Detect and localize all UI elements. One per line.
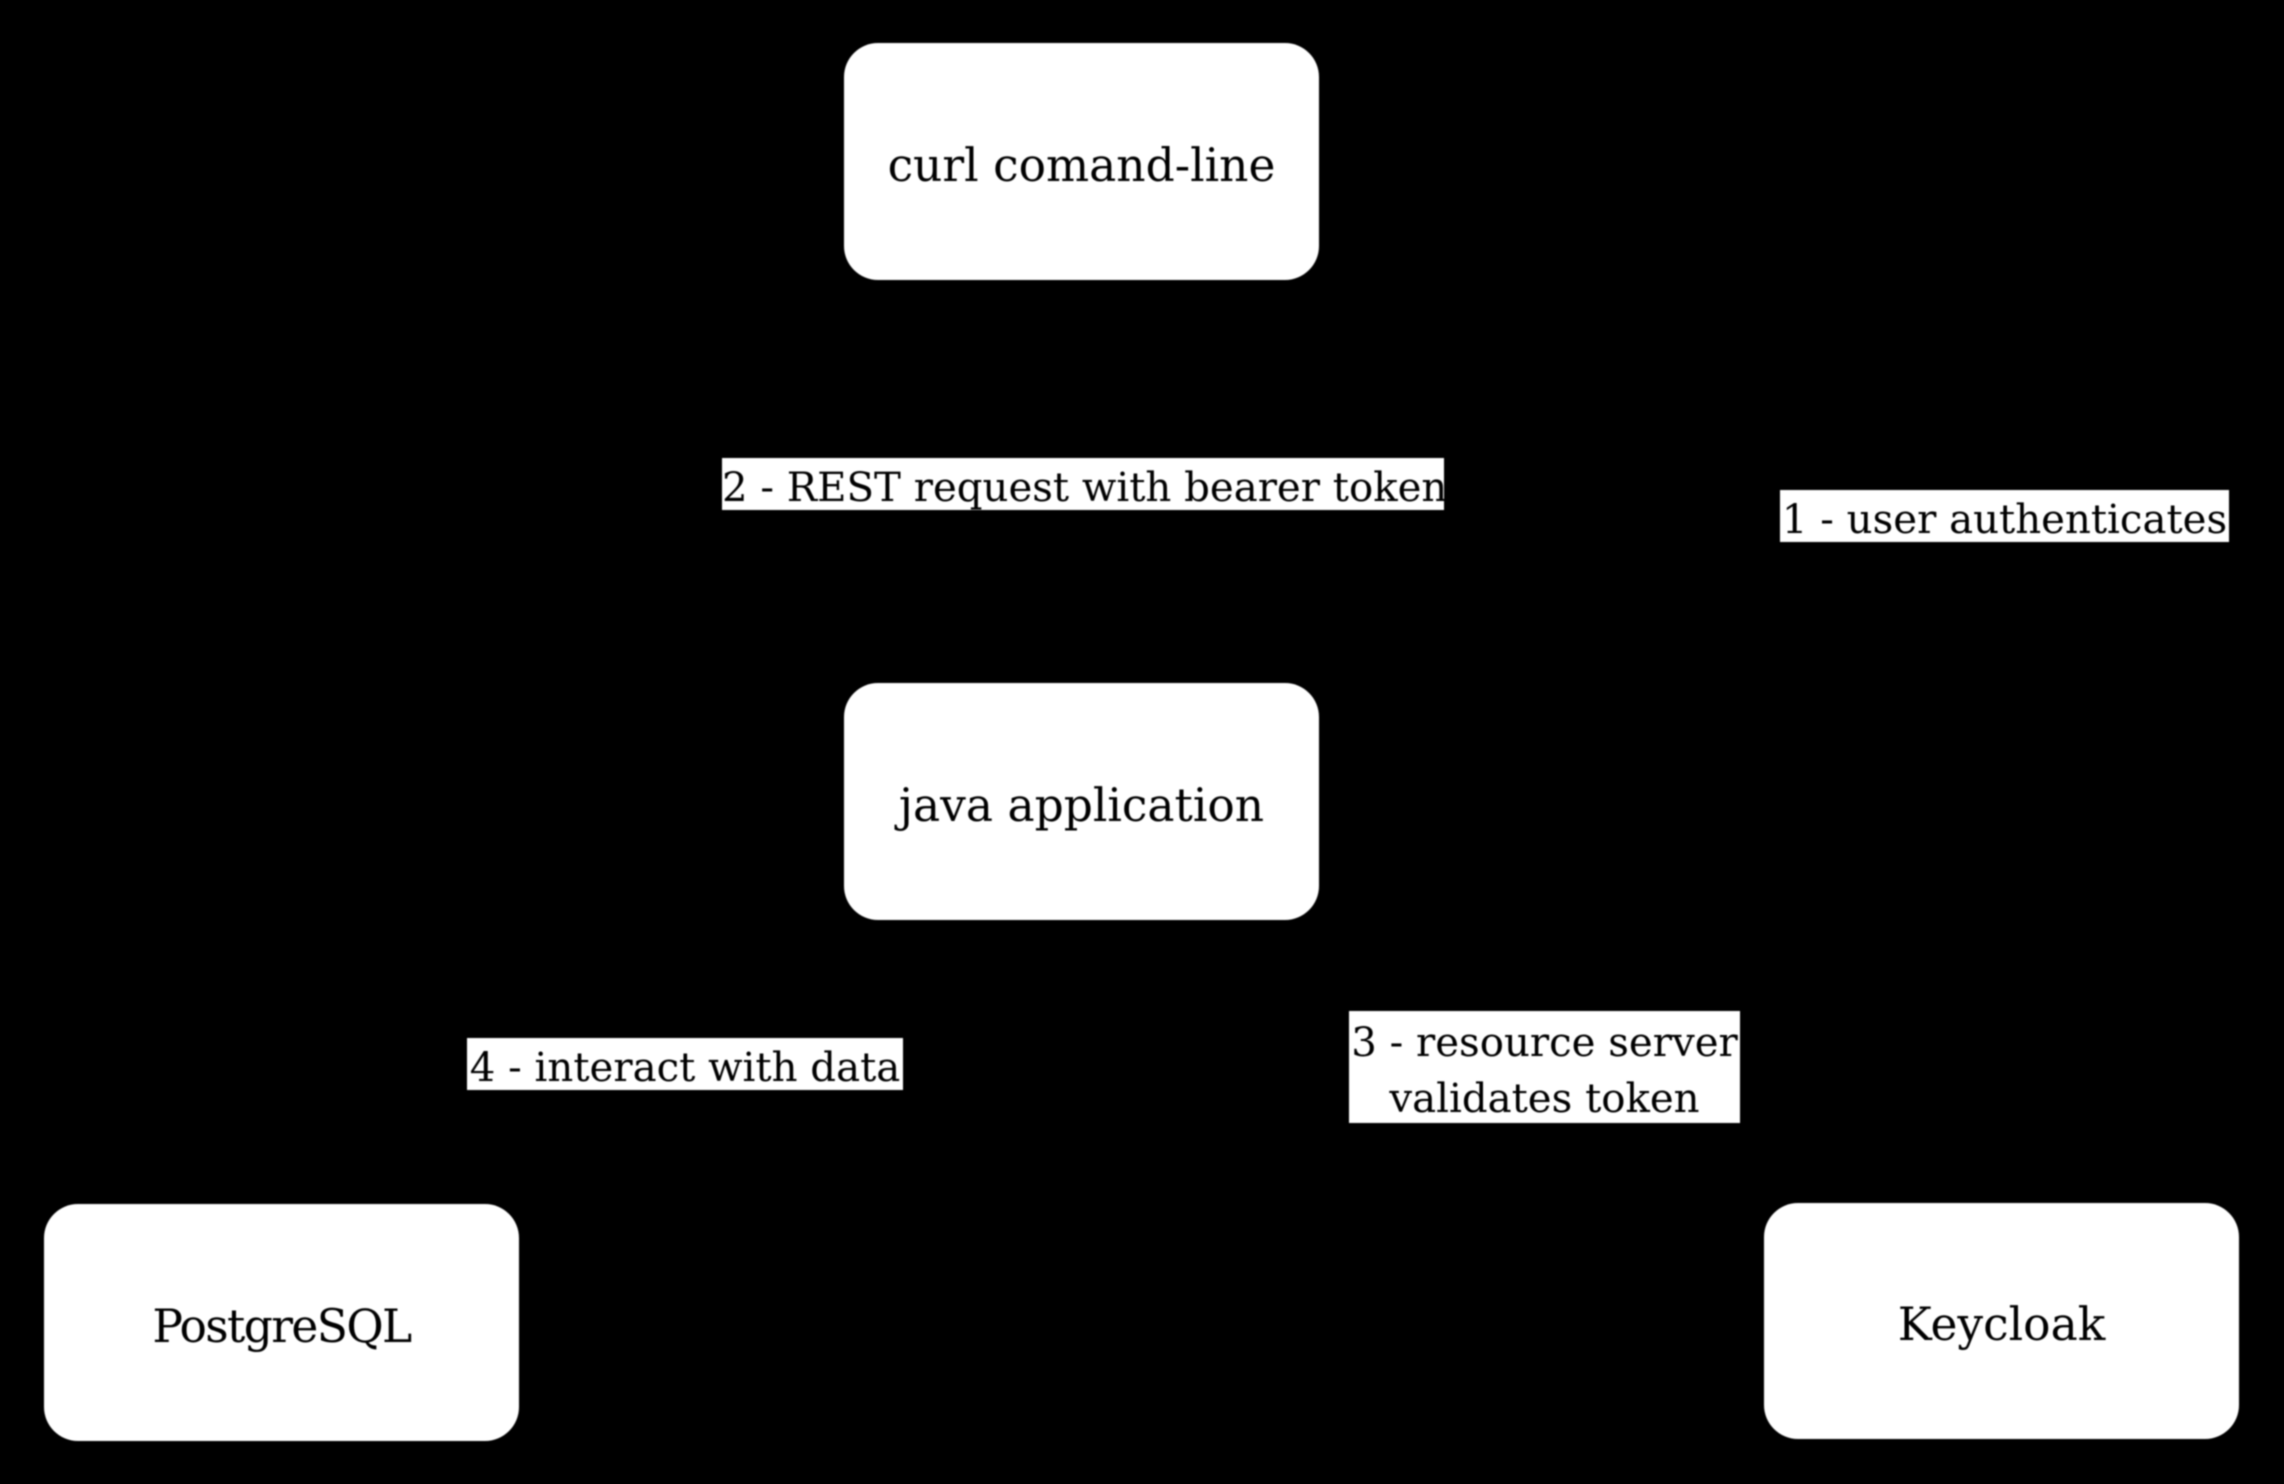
edge-label-step-2-rest-request: 2 - REST request with bearer token <box>722 458 1447 511</box>
node-postgresql: PostgreSQL <box>44 1204 519 1441</box>
node-java-application: java application <box>844 683 1319 920</box>
edge-label-step-4-interact-with-data: 4 - interact with data <box>467 1038 903 1091</box>
node-keycloak-label: Keycloak <box>1897 1298 2106 1351</box>
node-postgresql-label: PostgreSQL <box>152 1300 412 1353</box>
edge-label-step-1-user-authenticates: 1 - user authenticates <box>1780 490 2229 543</box>
node-keycloak: Keycloak <box>1764 1203 2239 1439</box>
edge-label-step-2-text: 2 - REST request with bearer token <box>722 465 1448 511</box>
node-curl-command-line-label: curl comand-line <box>887 139 1276 192</box>
edge-label-step-3-resource-server-validates-token: 3 - resource server validates token <box>1349 1011 1740 1123</box>
edge-label-step-1-text: 1 - user authenticates <box>1781 497 2228 543</box>
edge-label-step-4-text: 4 - interact with data <box>469 1045 901 1091</box>
edge-label-step-3-text-line-1: 3 - resource server <box>1351 1020 1738 1066</box>
node-java-application-label: java application <box>898 779 1265 832</box>
node-curl-command-line: curl comand-line <box>844 43 1319 280</box>
edge-label-step-3-text-line-2: validates token <box>1389 1076 1700 1122</box>
